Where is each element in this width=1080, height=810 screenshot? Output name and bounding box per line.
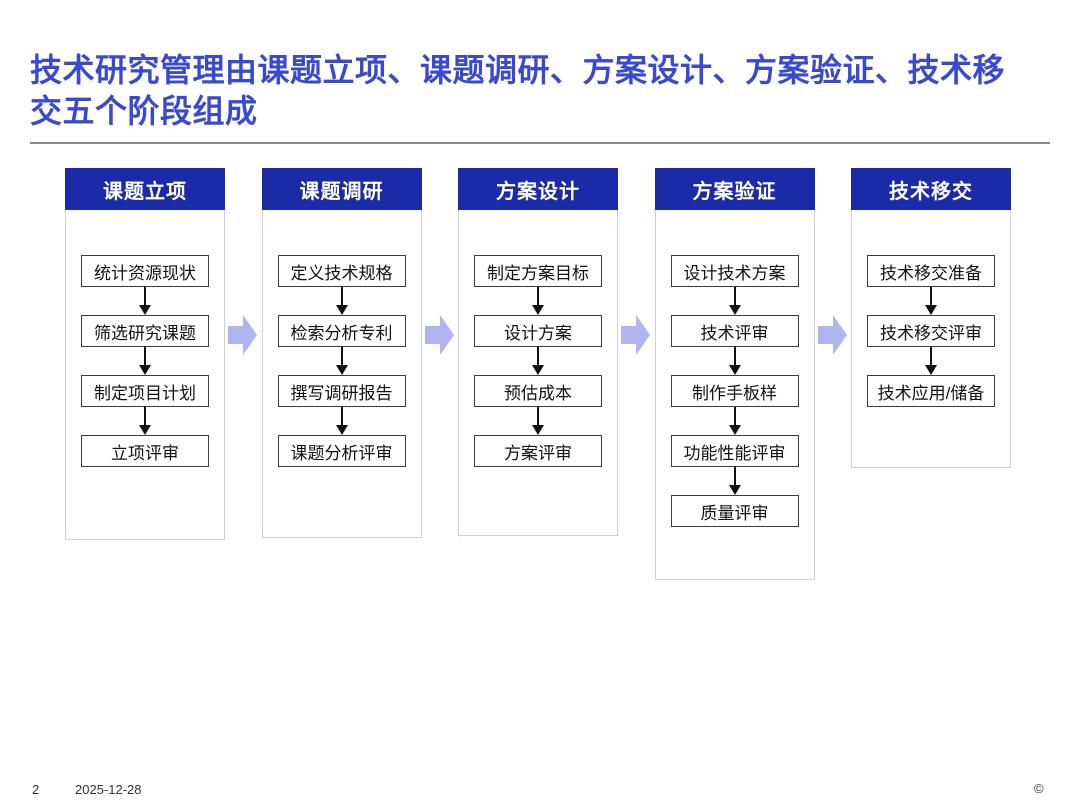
- process-step: 方案评审: [474, 435, 602, 467]
- down-arrow-icon: [532, 287, 544, 315]
- title-divider: [30, 142, 1050, 144]
- process-step: 统计资源现状: [81, 255, 209, 287]
- stage-header: 技术移交: [851, 168, 1011, 210]
- process-step: 技术评审: [670, 315, 799, 347]
- process-step: 筛选研究课题: [81, 315, 209, 347]
- stage-header: 课题调研: [261, 168, 422, 210]
- stage-column-1: 课题立项 统计资源现状 筛选研究课题 制定项目计划 立项评审: [65, 168, 225, 540]
- stage-connector: [618, 168, 655, 357]
- process-step: 技术应用/储备: [867, 375, 995, 407]
- down-arrow-icon: [925, 287, 937, 315]
- stage-connector: [225, 168, 262, 357]
- down-arrow-icon: [728, 467, 741, 495]
- stage-steps: 技术移交准备 技术移交评审 技术应用/储备: [852, 210, 1010, 407]
- process-step: 制作手板样: [670, 375, 799, 407]
- down-arrow-icon: [728, 287, 741, 315]
- stage-connector: [815, 168, 852, 357]
- down-arrow-icon: [139, 407, 151, 435]
- footer-date: 2025-12-28: [75, 782, 142, 797]
- right-arrow-icon: [228, 315, 258, 355]
- process-step: 技术移交准备: [867, 255, 995, 287]
- process-step: 质量评审: [670, 495, 799, 527]
- right-arrow-icon: [621, 315, 651, 355]
- process-step: 制定项目计划: [81, 375, 209, 407]
- stage-steps: 制定方案目标 设计方案 预估成本 方案评审: [459, 210, 617, 467]
- down-arrow-icon: [728, 347, 741, 375]
- right-arrow-icon: [817, 315, 847, 355]
- copyright-icon: ©: [1034, 781, 1044, 796]
- stage-steps: 统计资源现状 筛选研究课题 制定项目计划 立项评审: [66, 210, 224, 467]
- stage-steps: 定义技术规格 检索分析专利 撰写调研报告 课题分析评审: [263, 210, 421, 467]
- down-arrow-icon: [139, 347, 151, 375]
- down-arrow-icon: [139, 287, 151, 315]
- stage-column-4: 方案验证 设计技术方案 技术评审 制作手板样 功能性能评审 质量评审: [654, 168, 815, 580]
- down-arrow-icon: [335, 287, 348, 315]
- stage-header: 方案设计: [458, 168, 618, 210]
- process-step: 设计技术方案: [670, 255, 799, 287]
- process-step: 立项评审: [81, 435, 209, 467]
- right-arrow-icon: [424, 315, 454, 355]
- down-arrow-icon: [335, 347, 348, 375]
- process-step: 课题分析评审: [277, 435, 406, 467]
- process-step: 设计方案: [474, 315, 602, 347]
- process-flow: 课题立项 统计资源现状 筛选研究课题 制定项目计划 立项评审 课题调研 定义技术…: [65, 168, 1011, 580]
- process-step: 预估成本: [474, 375, 602, 407]
- page-number: 2: [32, 782, 40, 797]
- process-step: 功能性能评审: [670, 435, 799, 467]
- stage-steps: 设计技术方案 技术评审 制作手板样 功能性能评审 质量评审: [656, 210, 814, 527]
- stage-header: 方案验证: [654, 168, 815, 210]
- down-arrow-icon: [925, 347, 937, 375]
- page-title-line-1: 技术研究管理由课题立项、课题调研、方案设计、方案验证、技术移: [30, 52, 1006, 88]
- down-arrow-icon: [728, 407, 741, 435]
- down-arrow-icon: [532, 347, 544, 375]
- process-step: 定义技术规格: [277, 255, 406, 287]
- process-step: 技术移交评审: [867, 315, 995, 347]
- stage-column-2: 课题调研 定义技术规格 检索分析专利 撰写调研报告 课题分析评审: [261, 168, 422, 538]
- process-step: 撰写调研报告: [277, 375, 406, 407]
- stage-column-5: 技术移交 技术移交准备 技术移交评审 技术应用/储备: [851, 168, 1011, 468]
- stage-column-3: 方案设计 制定方案目标 设计方案 预估成本 方案评审: [458, 168, 618, 536]
- stage-header: 课题立项: [65, 168, 225, 210]
- page-title-line-2: 交五个阶段组成: [30, 93, 258, 129]
- process-step: 检索分析专利: [277, 315, 406, 347]
- stage-connector: [422, 168, 459, 357]
- down-arrow-icon: [532, 407, 544, 435]
- page-title: 技术研究管理由课题立项、课题调研、方案设计、方案验证、技术移 交五个阶段组成: [30, 50, 1040, 132]
- down-arrow-icon: [335, 407, 348, 435]
- process-step: 制定方案目标: [474, 255, 602, 287]
